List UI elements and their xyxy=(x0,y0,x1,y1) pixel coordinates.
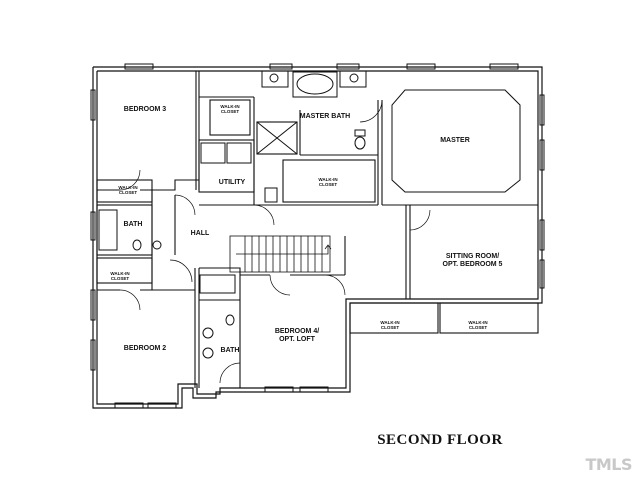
toilet-icon xyxy=(354,136,366,150)
room-label-bedroom-4: BEDROOM 4/ OPT. LOFT xyxy=(274,328,320,344)
exterior-wall xyxy=(92,66,543,409)
sink-icon xyxy=(202,327,214,339)
room-label-walkin-closet: WALK-IN CLOSET xyxy=(220,104,240,115)
room-label-walkin-closet: WALK-IN CLOSET xyxy=(468,320,488,331)
sink-icon xyxy=(269,73,279,83)
door-swings xyxy=(119,99,431,384)
room-label-bedroom-2: BEDROOM 2 xyxy=(123,345,167,352)
windows xyxy=(90,63,545,409)
room-label-walkin-closet: WALK-IN CLOSET xyxy=(380,320,400,331)
interior-walls xyxy=(96,71,539,388)
room-label-utility: UTILITY xyxy=(218,179,246,186)
room-label-bedroom-3: BEDROOM 3 xyxy=(123,106,167,113)
room-label-sitting-room: SITTING ROOM/ OPT. BEDROOM 5 xyxy=(442,253,503,269)
plan-title: SECOND FLOOR xyxy=(377,432,503,448)
sink-icon xyxy=(202,347,214,359)
room-label-bath-upper: BATH xyxy=(123,221,143,228)
toilet-icon xyxy=(225,314,235,326)
master-tray-ceiling xyxy=(391,89,521,193)
room-label-walkin-closet: WALK-IN CLOSET xyxy=(118,185,138,196)
sink-icon xyxy=(152,240,162,250)
room-label-hall: HALL xyxy=(190,230,210,237)
watermark-logo: TMLS xyxy=(585,455,632,474)
room-label-walkin-closet: WALK-IN CLOSET xyxy=(110,271,130,282)
stair xyxy=(229,235,332,273)
sink-icon xyxy=(349,73,359,83)
room-label-master-bath: MASTER BATH xyxy=(299,113,351,120)
master-tub xyxy=(296,73,334,95)
room-label-walkin-closet: WALK-IN CLOSET xyxy=(318,177,338,188)
toilet-icon xyxy=(132,239,142,251)
room-label-bath-lower: BATH xyxy=(220,347,240,354)
room-label-master: MASTER xyxy=(440,137,470,144)
